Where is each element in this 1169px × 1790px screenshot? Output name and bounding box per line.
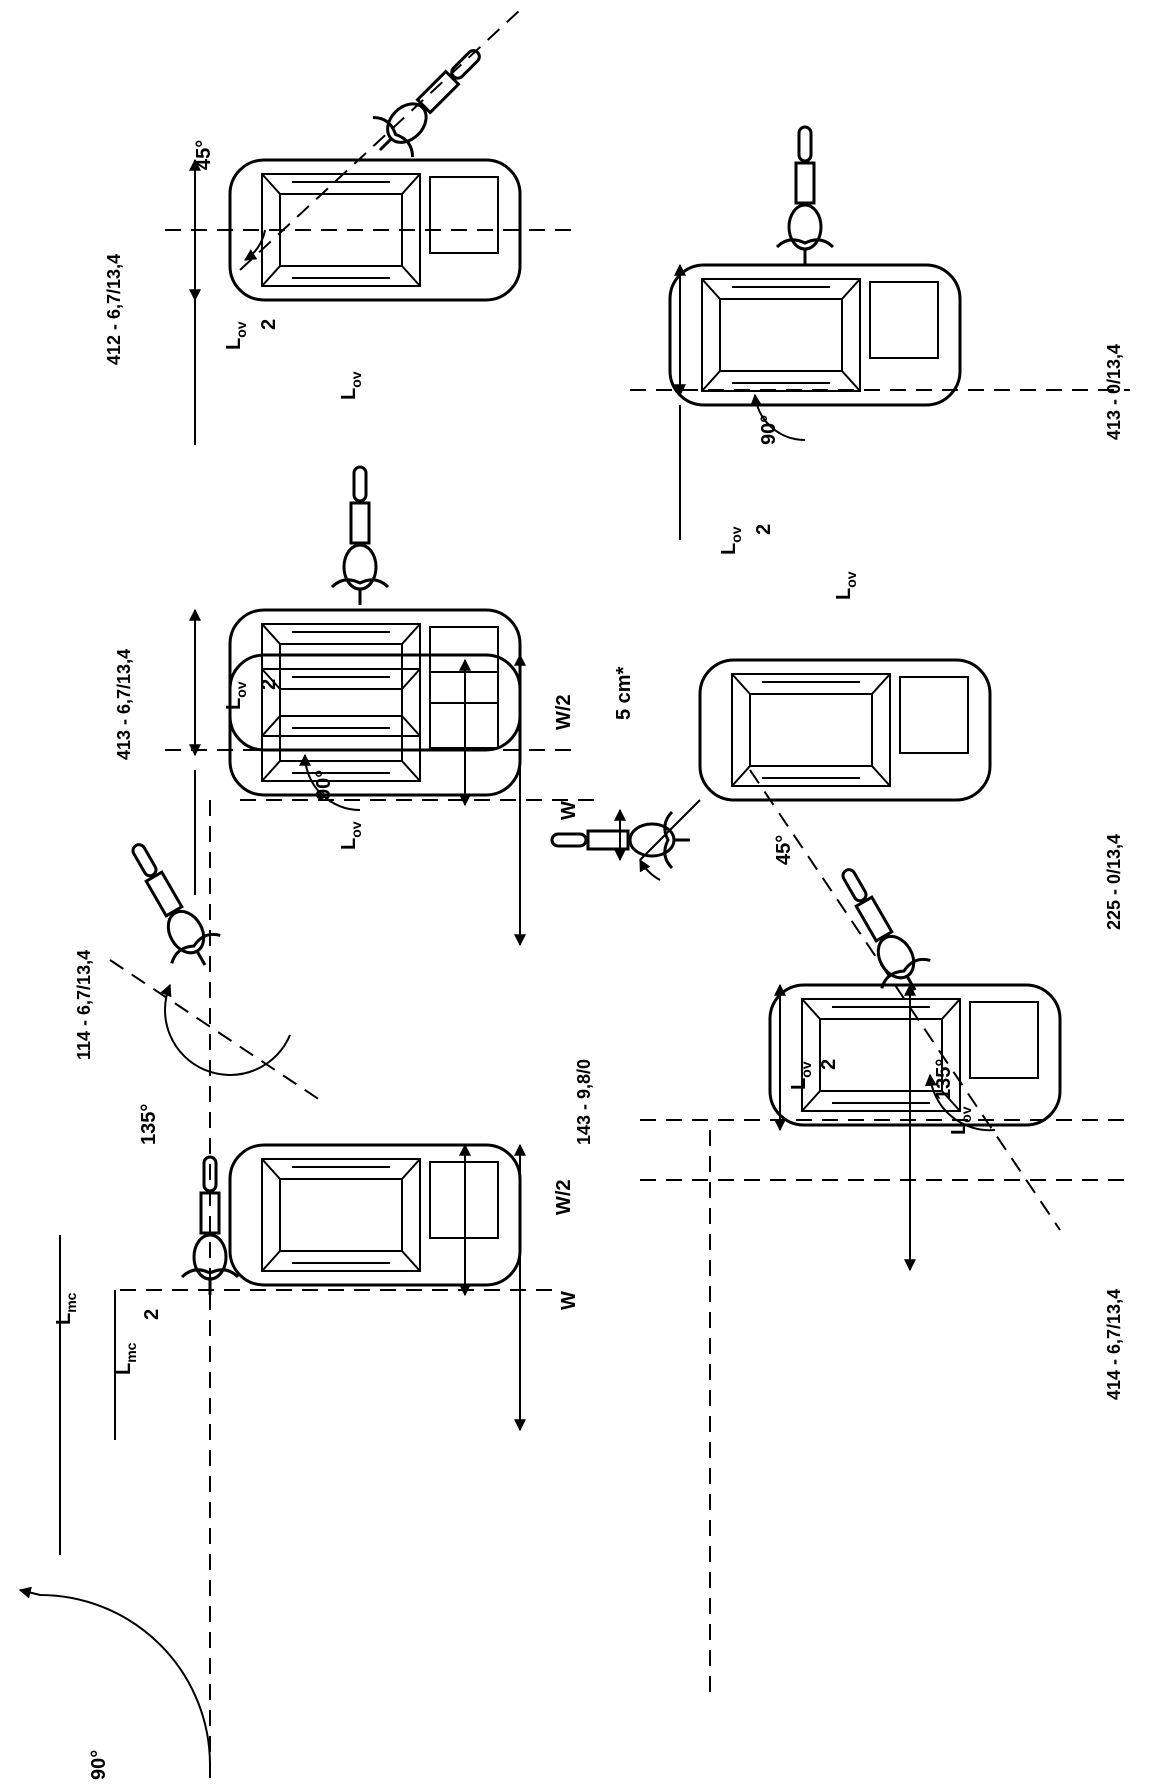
lov-label: Lov — [948, 1106, 974, 1135]
scenario-143: 90° Lmc Lmc 2 W/2 W 143 - 9,8/0 — [18, 800, 594, 1780]
lov-half-label: Lov — [788, 1061, 814, 1090]
angle-label: 45° — [193, 140, 215, 170]
lov-half-label: Lov — [223, 681, 249, 710]
scenario-114: 135° W/2 W 114 - 6,7/13,4 — [74, 653, 600, 1145]
scenario-caption: 225 - 0/13,4 — [1104, 834, 1124, 930]
scenario-412: 45° Lov 2 Lov 412 - 6,7/13,4 — [104, 9, 580, 445]
angle-label: 135° — [933, 1059, 955, 1100]
scenario-225: 45° 5 cm* 225 - 0/13,4 — [550, 658, 1130, 1181]
lmc-half-denominator: 2 — [141, 1309, 163, 1320]
offset-label: 5 cm* — [613, 666, 635, 720]
scenario-caption: 143 - 9,8/0 — [574, 1059, 594, 1145]
scenario-caption: 413 - 6,7/13,4 — [114, 649, 134, 760]
impact-line — [749, 769, 1061, 1231]
passenger-car — [668, 263, 962, 407]
angle-arc — [160, 983, 291, 1076]
scenario-caption: 412 - 6,7/13,4 — [104, 254, 124, 365]
angle-arc — [299, 753, 361, 811]
angle-arc — [924, 1073, 996, 1132]
angle-arc — [18, 1586, 211, 1766]
scenario-caption: 414 - 6,7/13,4 — [1104, 1289, 1124, 1400]
lov-label: Lov — [338, 371, 364, 400]
lov-half-denominator: 2 — [258, 679, 280, 690]
angle-arc — [639, 858, 661, 881]
passenger-car — [228, 653, 522, 797]
scenario-413-center: 90° Lov 2 Lov 413 - 6,7/13,4 — [114, 465, 580, 895]
w-half-label: W/2 — [553, 1179, 575, 1215]
impact-line — [239, 9, 521, 271]
impact-line — [639, 799, 701, 861]
motorcycle — [775, 125, 835, 267]
w-label: W — [558, 1291, 580, 1310]
angle-label: 90° — [313, 770, 335, 800]
scenario-caption: 114 - 6,7/13,4 — [74, 950, 94, 1060]
angle-arc — [750, 393, 806, 442]
passenger-car — [228, 1143, 522, 1287]
lov-label: Lov — [833, 571, 859, 600]
passenger-car — [768, 983, 1062, 1127]
passenger-car — [698, 658, 992, 802]
lmc-label: Lmc — [53, 1292, 79, 1325]
scenario-414: 135° Lov 2 Lov 414 - 6,7/13,4 — [640, 769, 1130, 1700]
scenario-413-right: 90° Lov 2 Lov 413 - 0/13,4 — [630, 125, 1130, 600]
angle-label: 45° — [773, 835, 795, 865]
lov-half-denominator: 2 — [258, 319, 280, 330]
w-half-label: W/2 — [553, 694, 575, 730]
scenario-caption: 413 - 0/13,4 — [1104, 344, 1124, 440]
angle-arc — [243, 229, 266, 261]
lmc-half-label: Lmc — [113, 1342, 139, 1375]
angle-label: 90° — [758, 415, 780, 445]
lov-half-denominator: 2 — [818, 1059, 840, 1070]
motorcycle — [110, 829, 231, 981]
lov-half-label: Lov — [718, 526, 744, 555]
lov-half-denominator: 2 — [753, 524, 775, 535]
angle-label: 135° — [138, 1104, 160, 1145]
angle-label: 90° — [88, 1750, 110, 1780]
w-label: W — [558, 801, 580, 820]
impact-line — [109, 959, 321, 1101]
motorcycle — [820, 854, 941, 1006]
lov-label: Lov — [338, 821, 364, 850]
lov-half-label: Lov — [223, 321, 249, 350]
motorcycle — [358, 31, 499, 172]
motorcycle — [330, 465, 390, 607]
